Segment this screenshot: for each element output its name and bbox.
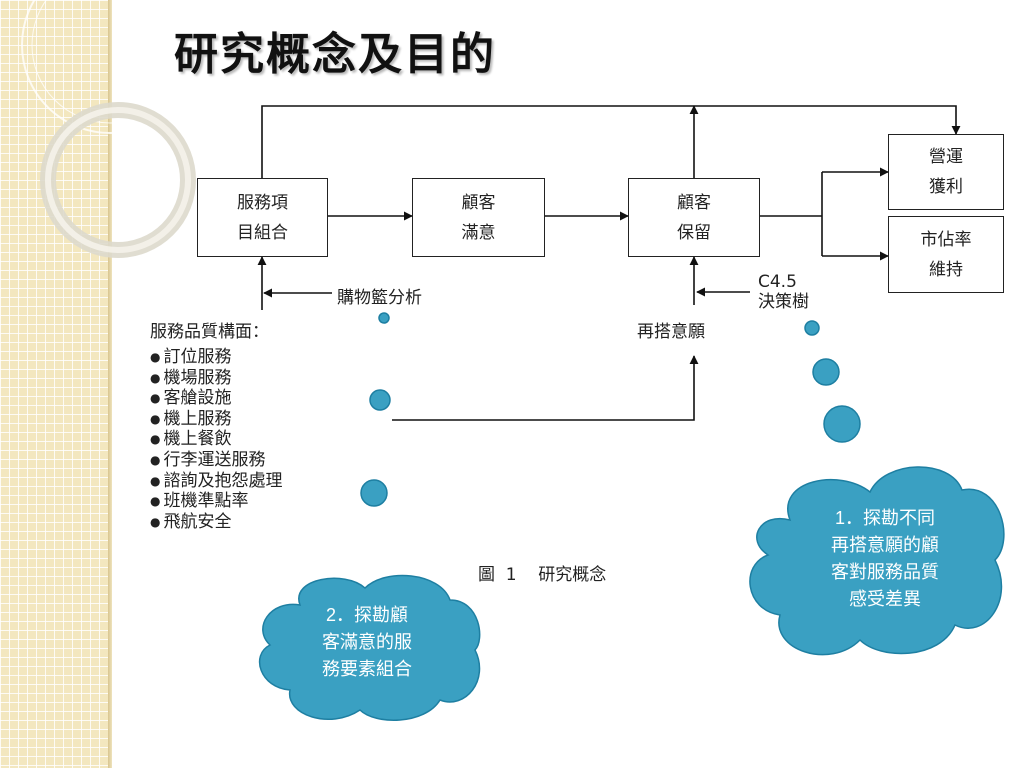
list-item: 機場服務 (150, 368, 282, 390)
cloud-line: 客對服務品質 (831, 562, 939, 582)
box-line: 滿意 (461, 222, 496, 243)
cloud-1-text: 1．探勘不同 再搭意願的顧 客對服務品質 感受差異 (790, 505, 980, 613)
list-item: 行李運送服務 (150, 450, 282, 472)
cloud-line: 2．探勘顧 (325, 605, 408, 625)
page-title: 研究概念及目的 (174, 29, 496, 80)
cloud-line: 感受差異 (849, 589, 921, 609)
list-item: 諮詢及抱怨處理 (150, 471, 282, 493)
list-item: 機上餐飲 (150, 430, 282, 451)
box-line: 保留 (677, 222, 711, 243)
box-line: 市佔率 (920, 229, 972, 250)
label-repurchase-intention: 再搭意願 (637, 322, 705, 342)
label-decision-tree: 決策樹 (758, 292, 809, 312)
arrow-list-to-repurchase (392, 355, 699, 421)
cloud-line: 再搭意願的顧 (831, 535, 939, 555)
list-item: 客艙設施 (150, 389, 282, 410)
list-item: 班機準點率 (150, 492, 282, 513)
label-service-quality-dimensions: 服務品質構面： (150, 322, 269, 342)
label-c45-decision-tree: C4.5 決策樹 (758, 272, 809, 312)
purpose-cloud-2 (259, 312, 481, 721)
box-customer-satisfaction: 顧客 滿意 (412, 178, 545, 257)
label-basket-analysis: 購物籃分析 (337, 288, 422, 308)
label-c45: C4.5 (758, 272, 797, 292)
box-line: 維持 (929, 259, 963, 280)
list-item: 飛航安全 (150, 512, 282, 534)
cloud-line: 1．探勘不同 (834, 508, 935, 528)
box-customer-retention: 顧客 保留 (628, 178, 760, 257)
box-line: 營運 (929, 147, 963, 167)
purpose-cloud-1 (749, 320, 1005, 656)
decorative-rings (21, 0, 199, 258)
box-line: 顧客 (461, 192, 496, 213)
box-service-item-combination: 服務項 目組合 (197, 178, 328, 257)
list-item: 訂位服務 (150, 347, 282, 369)
box-operating-profit: 營運 獲利 (888, 134, 1004, 210)
box-market-share: 市佔率 維持 (888, 216, 1004, 293)
decorative-sidebar (0, 0, 112, 768)
box-line: 顧客 (677, 192, 711, 213)
service-quality-list: 訂位服務 機場服務 客艙設施 機上服務 機上餐飲 行李運送服務 諮詢及抱怨處理 … (150, 347, 282, 534)
cloud-line: 務要素組合 (322, 659, 412, 679)
box-line: 服務項 (237, 192, 288, 213)
cloud-line: 客滿意的服 (322, 632, 412, 652)
box-line: 獲利 (929, 177, 963, 197)
loop-arrow-to-profit (261, 105, 961, 178)
sidebar-edge (108, 0, 112, 768)
cloud-2-text: 2．探勘顧 客滿意的服 務要素組合 (282, 602, 452, 683)
figure-caption: 圖 1 研究概念 (478, 565, 607, 585)
list-item: 機上服務 (150, 409, 282, 431)
box-line: 目組合 (237, 222, 288, 243)
